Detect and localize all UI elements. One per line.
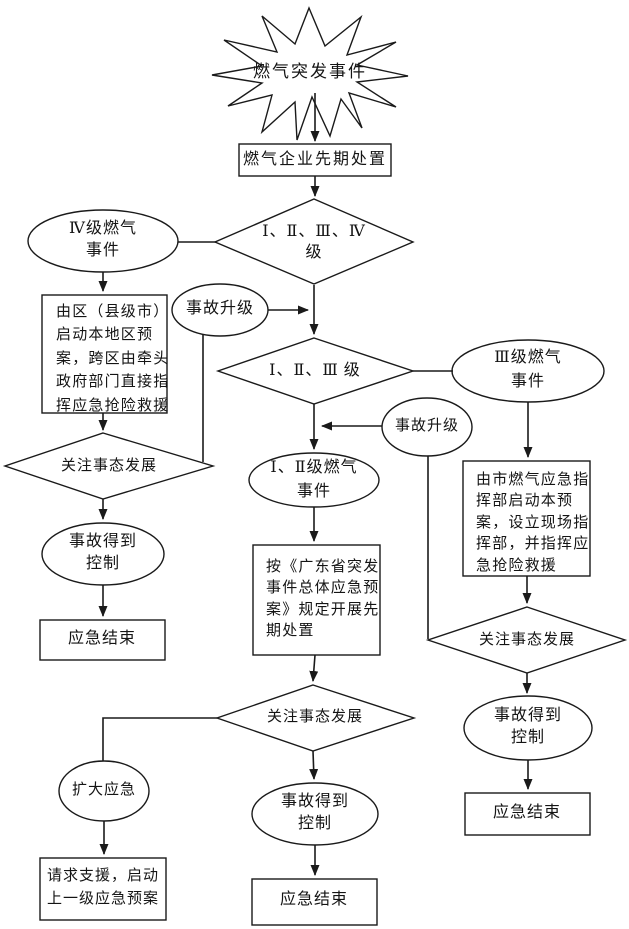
- end-left-box: [39, 619, 166, 661]
- expand-label: 扩大应急: [71, 782, 137, 798]
- district-plan-label: 由区（县级市） 启动本地区预 案，跨区由牵头 政府部门直接指 挥应急抢险救援: [56, 304, 170, 414]
- watch-left-label: 关注事态发展: [60, 458, 158, 474]
- upgrade2-ellipse: [381, 397, 473, 457]
- controlled-right-label: 事故得到 控制: [493, 707, 563, 746]
- end-right-box: [464, 792, 591, 836]
- initial-disposal-label: 燃气企业先期处置: [242, 151, 388, 168]
- watch-mid-label: 关注事态发展: [266, 709, 364, 725]
- support-box: [39, 857, 167, 921]
- start-label: 燃气突发事件: [253, 62, 367, 81]
- upgrade1-label: 事故升级: [185, 300, 255, 317]
- city-plan-label: 由市燃气应急指 挥部启动本预 案，设立现场指 挥部，并指挥应 急抢险救援: [476, 472, 590, 574]
- level-decision-all-diamond: [213, 198, 415, 285]
- end-right-label: 应急结束: [492, 804, 562, 821]
- district-plan-box: [41, 294, 168, 414]
- level3-event-label: Ⅲ级燃气 事件: [494, 349, 562, 390]
- connector: [309, 750, 319, 780]
- level4-event-label: Ⅳ级燃气 事件: [69, 220, 137, 259]
- end-mid-label: 应急结束: [279, 891, 349, 908]
- end-mid-box: [251, 878, 378, 926]
- province-plan-label: 按《广东省突发 事件总体应急预 案》规定开展先 期处置: [266, 559, 380, 640]
- controlled-mid-label: 事故得到 控制: [280, 793, 350, 832]
- start-burst-shape: [211, 6, 409, 141]
- controlled-left-label: 事故得到 控制: [68, 533, 138, 572]
- level-decision-123-label: Ⅰ、Ⅱ、Ⅲ 级: [269, 362, 361, 379]
- support-label: 请求支援，启动 上一级应急预案: [46, 868, 160, 907]
- end-left-label: 应急结束: [67, 630, 137, 647]
- connector-lines: [98, 93, 533, 876]
- upgrade2-label: 事故升级: [394, 418, 460, 434]
- level12-event-label: Ⅰ、Ⅱ级燃气 事件: [270, 459, 358, 500]
- level-decision-all-label: Ⅰ、Ⅱ、Ⅲ、Ⅳ 级: [262, 223, 366, 261]
- connector: [102, 717, 217, 761]
- watch-right-label: 关注事态发展: [478, 632, 576, 648]
- connector: [309, 654, 319, 682]
- province-plan-box: [252, 544, 381, 656]
